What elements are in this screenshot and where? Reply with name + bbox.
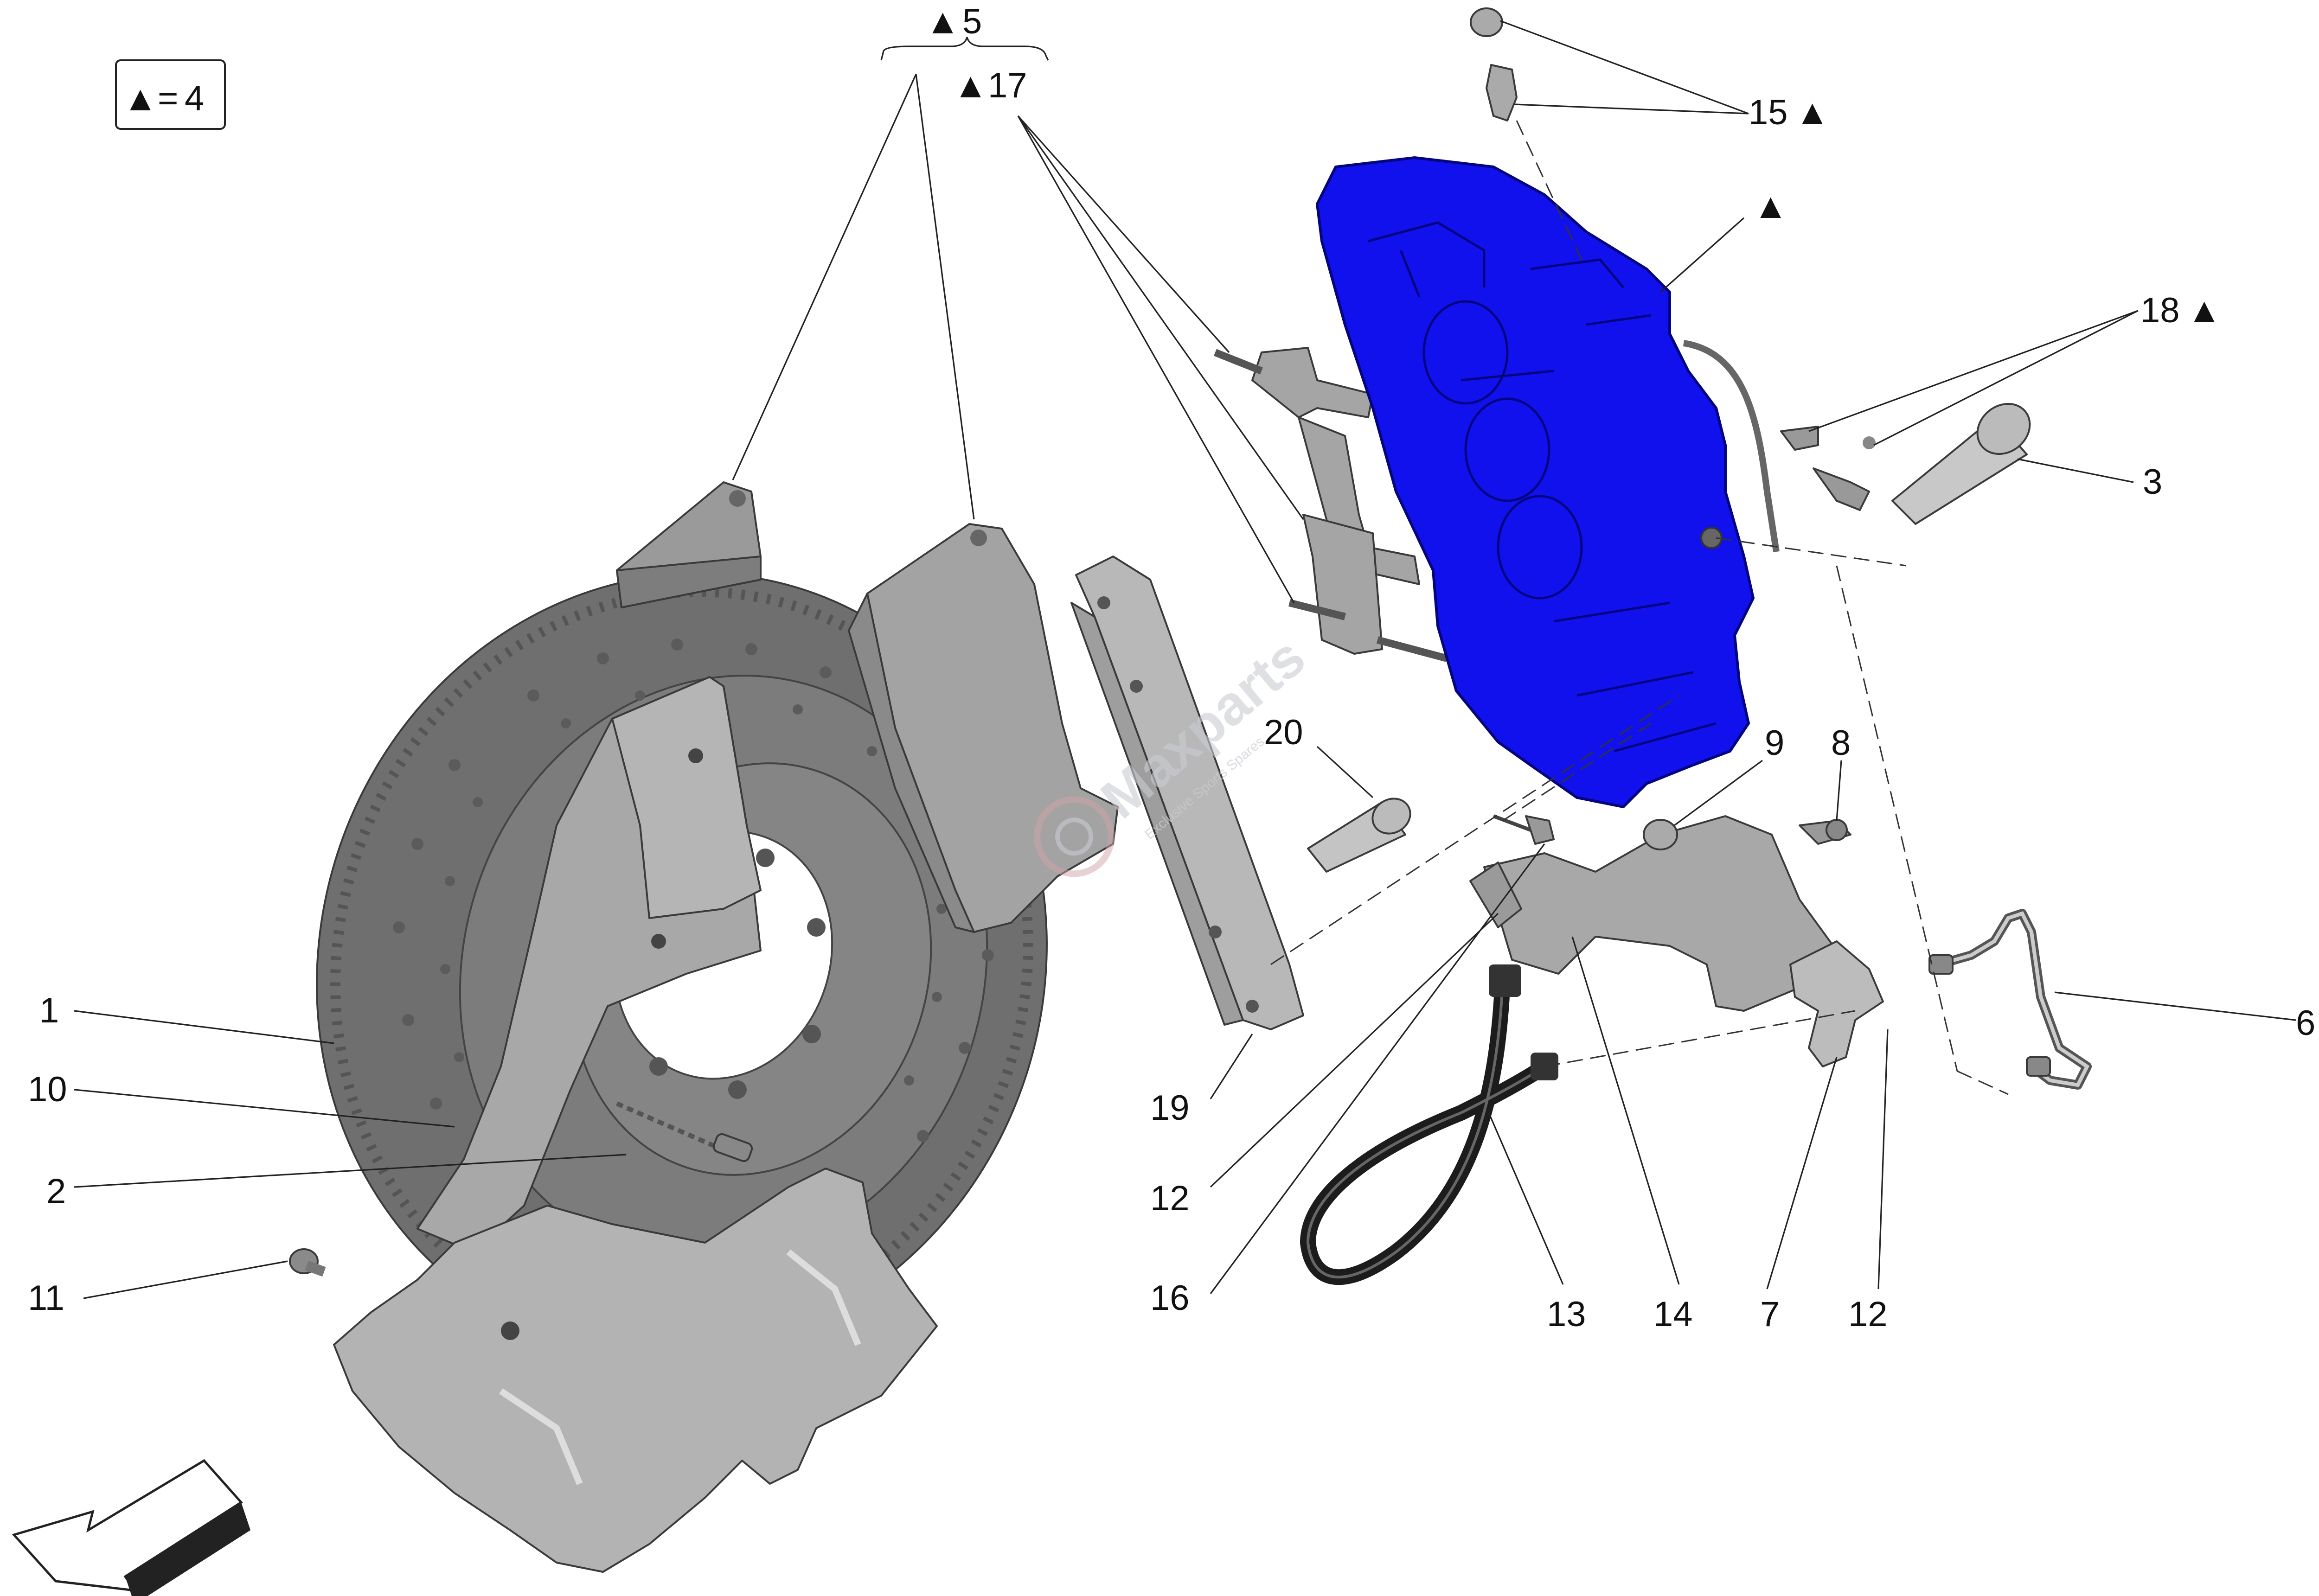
legend: ▲ = 4	[115, 59, 226, 130]
callout-2: 2	[46, 1172, 66, 1211]
callout-1: 1	[39, 991, 59, 1030]
callout-6: 6	[2296, 1003, 2315, 1043]
callout-10: 10	[28, 1070, 67, 1109]
sensor-bracket	[1469, 815, 1884, 1067]
callout-17-triangle: ▲	[953, 66, 988, 105]
caliper-bolt	[1891, 402, 2031, 525]
callout-20: 20	[1264, 713, 1303, 752]
callout-15-triangle: ▲	[1795, 93, 1830, 132]
support-bar	[1070, 555, 1304, 1030]
callout-14: 14	[1653, 1295, 1693, 1334]
legend-equals: =	[158, 79, 178, 118]
callout-3: 3	[2143, 462, 2162, 502]
callout-16: 16	[1150, 1278, 1190, 1318]
callout-18-triangle: ▲	[2187, 291, 2222, 330]
callout-12-left: 12	[1150, 1179, 1190, 1218]
nut	[1643, 819, 1678, 850]
callout-12-right: 12	[1848, 1295, 1888, 1334]
leader-lines	[74, 20, 2296, 1299]
callout-13: 13	[1547, 1295, 1586, 1334]
arrow-outline-icon	[12, 1459, 250, 1596]
callout-11: 11	[28, 1278, 64, 1318]
pad-spring	[1214, 347, 1448, 662]
brake-pad-right	[848, 523, 1119, 933]
shield-screw	[289, 1248, 326, 1277]
brake-caliper	[1316, 156, 1780, 808]
lower-shield-plate	[333, 1168, 938, 1573]
callout-19: 19	[1150, 1088, 1190, 1128]
alignment-lines	[1270, 120, 2009, 1095]
callout-9: 9	[1765, 723, 1784, 763]
callout-5-triangle: ▲	[925, 2, 960, 41]
callout-17: 17	[988, 66, 1027, 105]
legend-symbol: ▲	[123, 79, 158, 118]
callout-7: 7	[1760, 1295, 1780, 1334]
callout-labels: ▲ 5 ▲ 17 15 ▲ ▲ 18 ▲ 3 20 9 8 6 1 10 2 1…	[28, 2, 2315, 1334]
callout-caliper-triangle: ▲	[1753, 186, 1788, 226]
dust-shield	[416, 676, 762, 1253]
callout-15: 15	[1749, 93, 1788, 132]
callout-5: 5	[962, 2, 982, 41]
brake-line	[1928, 909, 2092, 1090]
legend-value: 4	[185, 79, 204, 118]
brake-hose	[1300, 964, 1558, 1285]
sensor-bolt	[1799, 819, 1851, 845]
wear-sensor	[616, 1101, 753, 1162]
callout-8: 8	[1831, 723, 1851, 763]
callout-18: 18	[2140, 291, 2180, 330]
brake-pad-left	[616, 481, 762, 608]
guide-pin	[1307, 798, 1411, 873]
retaining-clip	[1493, 814, 1555, 845]
bleeder-valve	[1470, 7, 1518, 121]
bracket-bolts	[1780, 426, 1876, 511]
